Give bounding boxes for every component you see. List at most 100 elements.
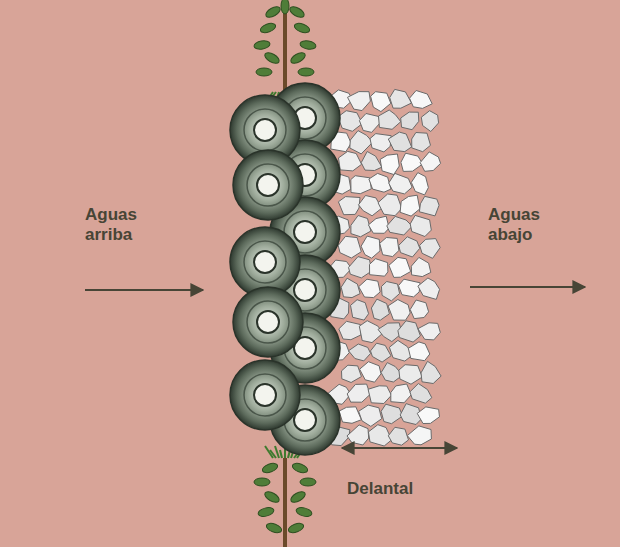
- flow-arrow: [470, 286, 585, 288]
- leaf: [261, 462, 279, 475]
- stone: [399, 365, 422, 385]
- stone: [388, 427, 408, 445]
- stone: [338, 111, 363, 132]
- stone: [368, 386, 391, 404]
- stone: [359, 196, 382, 216]
- leaf: [293, 22, 311, 35]
- stone: [350, 131, 373, 154]
- leaf: [288, 5, 306, 20]
- flow-label: Aguas arriba: [85, 205, 157, 244]
- stone: [361, 152, 382, 171]
- stone: [381, 404, 403, 424]
- flow-label: Aguas abajo: [488, 205, 560, 244]
- stone: [407, 426, 431, 445]
- stone: [371, 299, 389, 320]
- stone: [390, 89, 412, 108]
- leaf: [254, 478, 270, 486]
- leaf: [287, 522, 305, 535]
- leaf: [289, 490, 307, 505]
- stone: [369, 173, 391, 192]
- stone: [371, 92, 391, 112]
- stone: [410, 91, 433, 109]
- stone: [359, 405, 382, 426]
- dimension-arrow: [342, 447, 457, 449]
- stone: [348, 92, 371, 111]
- stone: [391, 384, 412, 403]
- stone: [351, 300, 369, 320]
- leaf: [253, 40, 270, 51]
- stone: [408, 342, 430, 361]
- stone: [380, 154, 399, 175]
- stone: [341, 278, 360, 297]
- leaf: [300, 478, 316, 486]
- leaf: [256, 68, 272, 76]
- leaf: [289, 51, 307, 66]
- stone: [411, 173, 428, 195]
- stone: [339, 321, 361, 339]
- stone: [400, 195, 420, 216]
- stone: [349, 344, 371, 361]
- stone: [389, 173, 412, 194]
- plant-stem: [283, 458, 287, 547]
- grass: [275, 446, 279, 458]
- stone: [401, 112, 419, 130]
- stone: [410, 215, 431, 236]
- stone: [419, 196, 439, 216]
- stone: [342, 365, 362, 382]
- stone: [420, 239, 441, 259]
- stone: [410, 384, 432, 404]
- leaf: [291, 462, 309, 475]
- flow-arrow: [85, 289, 203, 291]
- stone: [387, 216, 412, 235]
- stone: [421, 111, 438, 132]
- stone: [417, 407, 439, 424]
- stone: [351, 176, 372, 194]
- stone: [421, 361, 441, 383]
- leaf: [295, 506, 313, 518]
- stone-apron: [327, 89, 441, 446]
- stone: [347, 425, 369, 445]
- tire-wall: [230, 83, 340, 455]
- leaf: [264, 5, 282, 20]
- stone: [359, 114, 380, 133]
- stone: [410, 300, 428, 319]
- stone: [339, 407, 361, 424]
- stone: [339, 151, 362, 171]
- stone: [380, 238, 399, 257]
- stone: [359, 279, 381, 297]
- stone: [371, 343, 392, 362]
- stone: [338, 197, 360, 215]
- leaf: [281, 0, 289, 14]
- grass: [270, 450, 276, 458]
- stone: [368, 216, 389, 233]
- tire: [230, 360, 300, 430]
- stone: [361, 236, 380, 258]
- leaf: [263, 490, 281, 505]
- grass: [280, 450, 282, 458]
- stone: [338, 236, 361, 258]
- stone: [389, 257, 411, 277]
- stone: [347, 384, 370, 402]
- stone: [411, 257, 431, 276]
- leaf: [257, 506, 275, 518]
- stone: [418, 278, 440, 299]
- stone: [381, 282, 399, 301]
- stone: [388, 132, 411, 152]
- stone: [420, 152, 440, 171]
- dimension-label: Delantal: [347, 479, 413, 499]
- stone: [370, 259, 388, 277]
- stone: [351, 216, 371, 237]
- stone: [399, 237, 420, 257]
- stone: [370, 134, 391, 152]
- leaf: [299, 40, 316, 51]
- leaf: [259, 22, 277, 35]
- plant-stem: [283, 10, 287, 92]
- stone: [401, 153, 423, 171]
- stone: [418, 323, 440, 340]
- stone: [388, 300, 410, 321]
- tire: [233, 150, 303, 220]
- leaf: [265, 522, 283, 535]
- stone: [360, 362, 381, 383]
- leaf: [298, 68, 314, 76]
